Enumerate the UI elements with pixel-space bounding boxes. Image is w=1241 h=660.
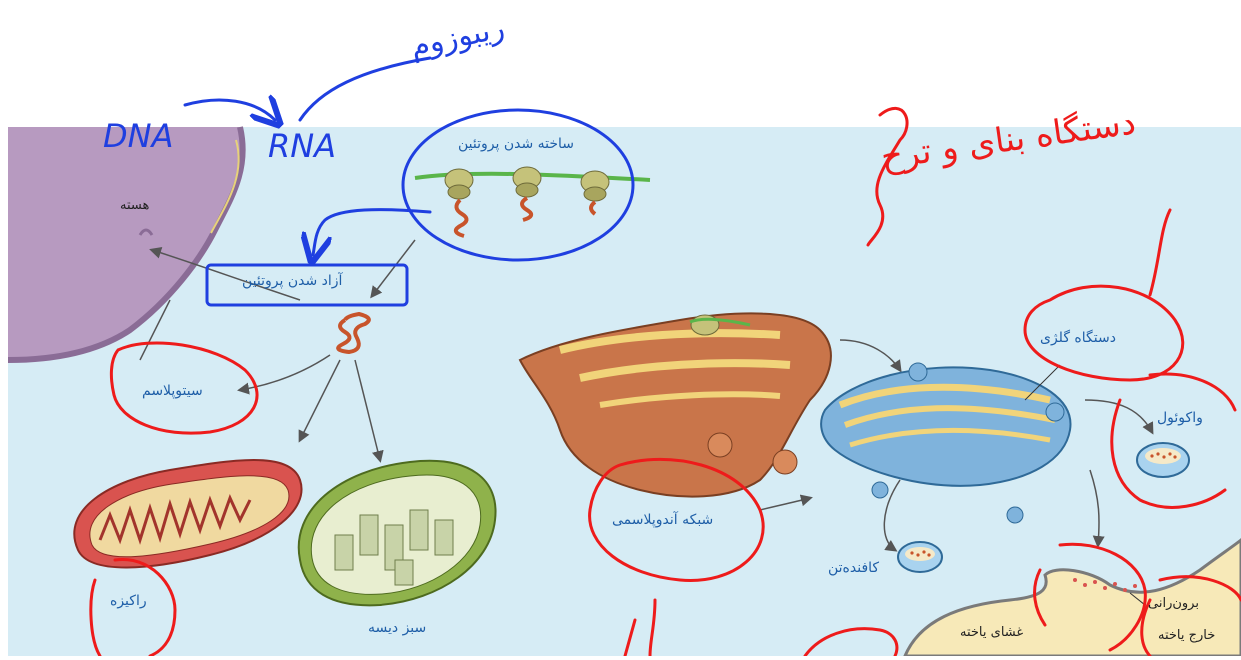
mitochondrion-label: راکیزه	[110, 593, 147, 609]
cell-membrane-label: غشای یاخته	[960, 625, 1023, 640]
chloroplast-label: سبز دیسه	[368, 620, 426, 636]
vacuole-label: واکوئول	[1157, 410, 1203, 426]
blue-arrow-dna-rna	[185, 100, 275, 120]
protein-synthesis-label: ساخته شدن پروتئین	[458, 136, 574, 152]
cytoplasm-label: سیتوپلاسم	[142, 383, 203, 399]
er-label: شبکه آندوپلاسمی	[612, 512, 713, 528]
rna-annotation: RNA	[268, 127, 336, 165]
ribosome-1	[445, 169, 473, 199]
ribosome-2	[513, 167, 541, 197]
vacuole	[1137, 443, 1189, 477]
nucleus-label: هسته	[120, 198, 149, 213]
protein-release-label: آزاد شدن پروتئین	[242, 273, 342, 289]
dna-annotation: DNA	[103, 117, 173, 155]
outside-cell-label: خارج یاخته	[1158, 628, 1215, 643]
exocytosis-label: برون‌رانی	[1148, 596, 1199, 611]
blue-swoosh	[300, 58, 430, 120]
golgi-label: دستگاه گلژی	[1040, 330, 1116, 346]
ribosome-3	[581, 171, 609, 201]
lysosome-label: کافنده‌تن	[828, 560, 879, 576]
lysosome	[898, 542, 942, 572]
